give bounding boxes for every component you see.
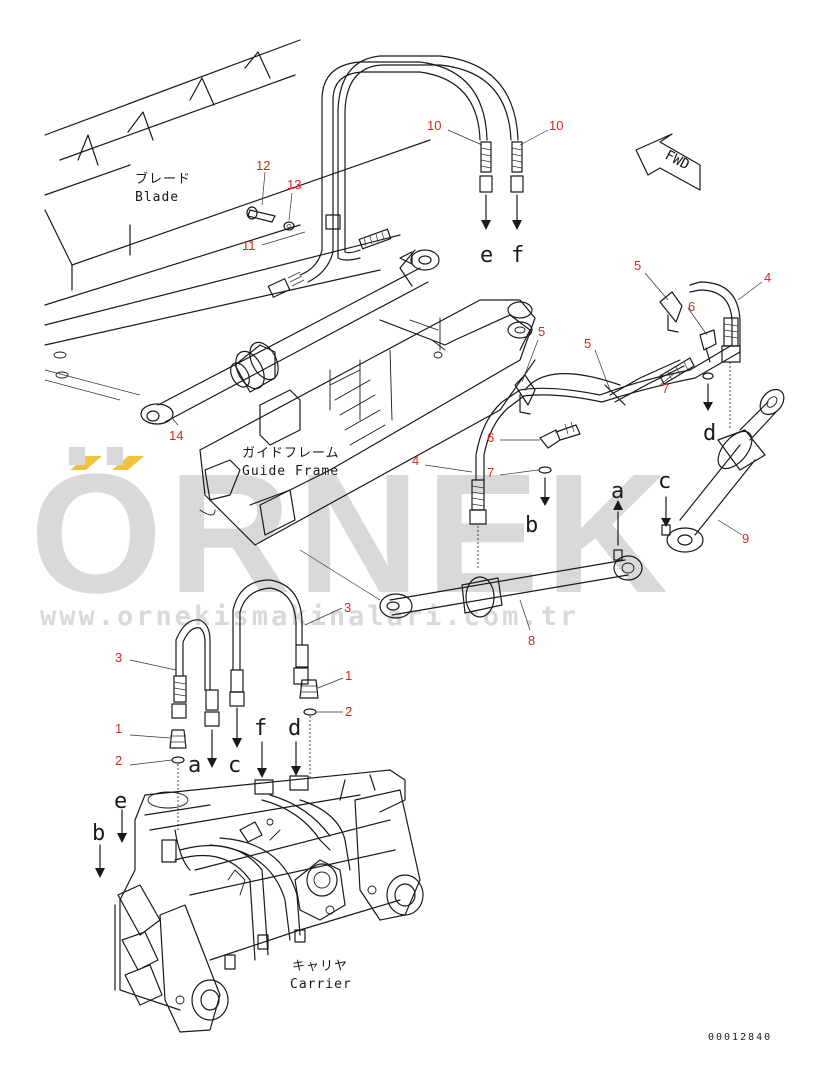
connector-b-bottom: b [92,821,105,846]
connector-a-bottom: a [188,753,201,778]
watermark-accent-right [112,456,144,470]
callout-2-right: 2 [345,704,352,719]
callouts: 10 10 12 13 11 14 5 4 6 5 5 7 6 [115,118,771,768]
callout-6-mid: 6 [487,430,494,445]
right-hoses: b d [469,281,741,570]
connector-c-bottom: c [228,753,241,778]
watermark-url: www.ornekismakinalari.com.tr [40,601,579,632]
blade-cylinder-14 [140,249,440,425]
callout-7-mid: 7 [487,465,494,480]
callout-10-left: 10 [427,118,441,133]
watermark-accent-left [70,456,102,470]
carrier: キャリヤ Carrier [114,769,424,1033]
guide-frame-label-jp: ガイドフレーム [242,446,340,461]
forward-direction-arrow: FWD [635,133,701,191]
carrier-label-jp: キャリヤ [292,959,348,974]
callout-5-left: 5 [538,324,545,339]
callout-7-right: 7 [662,381,669,396]
blade-assembly: ブレード Blade [44,39,431,401]
connector-e-top: e [480,243,493,268]
fwd-label: FWD [662,147,692,173]
blade-label-en: Blade [135,190,179,205]
callout-12: 12 [256,158,270,173]
callout-8: 8 [528,633,535,648]
connector-d-bottom: d [288,716,301,741]
watermark-brand: ÖRNEK [30,439,674,629]
callout-13: 13 [287,177,301,192]
callout-2-left: 2 [115,753,122,768]
callout-11: 11 [242,238,256,253]
callout-5-mid: 5 [584,336,591,351]
blade-label-jp: ブレード [135,171,191,187]
drawing-code: 00012840 [708,1032,772,1043]
guide-frame-label-en: Guide Frame [242,464,339,479]
callout-1-right: 1 [345,668,352,683]
callout-6-top: 6 [688,299,695,314]
callout-14: 14 [169,428,183,443]
cylinder-8: a [299,479,643,619]
connector-c-mid: c [658,469,671,494]
carrier-hoses: a c f d e b [92,579,319,878]
carrier-label-en: Carrier [290,977,352,992]
callout-4-top: 4 [764,270,771,285]
watermark: ÖRNEK www.ornekismakinalari.com.tr [30,439,674,632]
callout-9: 9 [742,531,749,546]
connector-b-mid: b [525,513,538,538]
connector-f-bottom: f [254,716,267,741]
callout-3-right: 3 [344,600,351,615]
connector-f-top: f [511,243,524,268]
connector-d-mid: d [703,421,716,446]
callout-10-right: 10 [549,118,563,133]
upper-hoses: e f [321,55,524,268]
connector-a-mid: a [611,479,624,504]
callout-4-mid: 4 [412,453,419,468]
callout-3-left: 3 [115,650,122,665]
connector-e-bottom: e [114,789,127,814]
blade-cylinder-hoses [246,206,413,298]
callout-1-left: 1 [115,721,122,736]
callout-5-top: 5 [634,258,641,273]
cylinder-9: c [658,388,785,553]
